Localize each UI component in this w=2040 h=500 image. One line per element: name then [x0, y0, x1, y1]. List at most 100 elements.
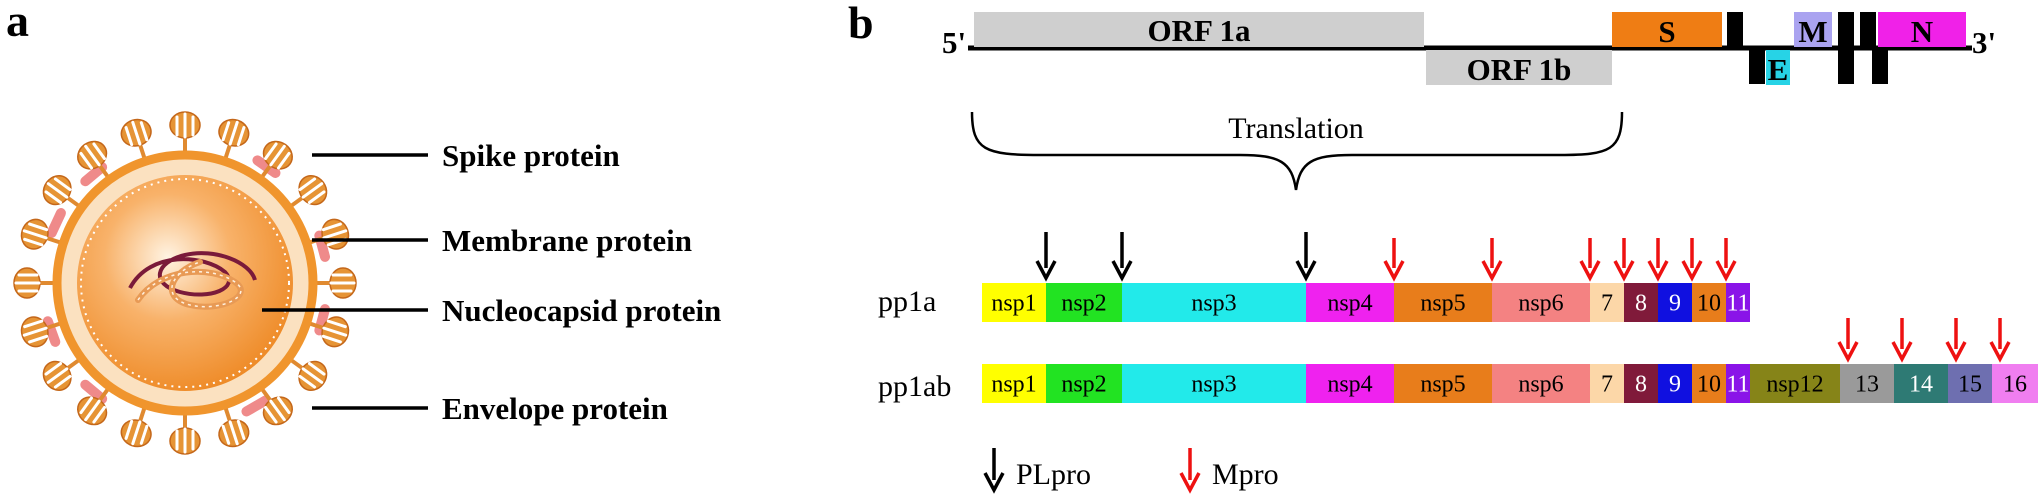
pp1ab-segment-label: 11: [1726, 372, 1749, 398]
orf1b-orf-box: [1426, 50, 1612, 85]
mpro-cleavage-arrow-head: [1891, 341, 1913, 363]
spike-head-highlight: [175, 427, 195, 454]
pp1ab-segment: [1590, 364, 1624, 403]
virion-core: [77, 175, 293, 391]
spike-head-highlight: [44, 362, 72, 389]
pp1a-segment-label: nsp2: [1061, 291, 1106, 317]
pp1ab-segment: [1726, 364, 1750, 403]
pp1ab-segment: [1394, 364, 1492, 403]
envelope-callout-label: Envelope protein: [442, 391, 668, 426]
accessory-orf-box: [1749, 48, 1765, 84]
pp1ab-segment-label: nsp1: [991, 372, 1036, 398]
pp1ab-segment-label: 14: [1909, 372, 1933, 398]
panel-b-label: b: [848, 0, 874, 48]
pp1a-segment: [982, 283, 1046, 322]
membrane-protein-icon: [46, 208, 66, 238]
pp1ab-segment: [1750, 364, 1840, 403]
pp1ab-segment: [1122, 364, 1306, 403]
mpro-cleavage-arrow: [1647, 238, 1669, 282]
spike-head-highlight: [329, 273, 356, 293]
pp1a-segment-label: 11: [1726, 291, 1749, 317]
pp1ab-segment-label: nsp2: [1061, 372, 1106, 398]
pp1ab-segment: [1658, 364, 1692, 403]
spike-protein-icon: [42, 355, 85, 391]
orf1a-orf-box: [974, 12, 1424, 47]
mpro-cleavage-arrow-head: [1945, 341, 1967, 363]
mpro-cleavage-arrow-head: [1481, 260, 1503, 282]
plpro-cleavage-arrow-head: [1295, 260, 1317, 282]
spike-head-highlight: [14, 273, 41, 293]
pp1a-segment-label: 9: [1669, 291, 1681, 317]
mpro-cleavage-arrow: [1613, 238, 1635, 282]
spike-stalk: [183, 409, 187, 433]
pp1ab-segment-label: nsp6: [1518, 372, 1563, 398]
translation-label: Translation: [1228, 112, 1364, 145]
panel-a-label: a: [6, 0, 29, 46]
mpro-cleavage-arrow-head: [1383, 260, 1405, 282]
pp1a-segment: [1306, 283, 1394, 322]
mpro-cleavage-arrow: [1989, 318, 2011, 363]
spike-stalk: [183, 133, 187, 157]
membrane-protein-icon: [241, 395, 271, 417]
pp1ab-segment-label: 10: [1697, 372, 1721, 398]
plpro-cleavage-arrow-head: [1111, 260, 1133, 282]
mpro-cleavage-arrow: [1715, 238, 1737, 282]
membrane-protein-icon: [42, 316, 61, 347]
spike-head-highlight: [175, 112, 195, 139]
n-orf-label: N: [1911, 14, 1933, 49]
pp1ab-segment: [1840, 364, 1894, 403]
pp1ab-segment: [1692, 364, 1726, 403]
pp1a-label: pp1a: [878, 285, 936, 318]
pp1a-segment: [1692, 283, 1726, 322]
spike-head-highlight: [298, 362, 326, 389]
pp1ab-segment-label: 16: [2003, 372, 2027, 398]
pp1ab-segment: [1992, 364, 2038, 403]
pp1ab-segment-label: 9: [1669, 372, 1681, 398]
spike-head-highlight: [321, 319, 348, 344]
mpro-cleavage-arrow-head: [1837, 341, 1859, 363]
n-orf-box: [1878, 12, 1966, 47]
membrane-callout-label: Membrane protein: [442, 223, 692, 258]
pp1a-segment: [1394, 283, 1492, 322]
pp1a-segment: [1492, 283, 1590, 322]
mpro-cleavage-arrow-head: [1613, 260, 1635, 282]
spike-callout-label: Spike protein: [442, 138, 620, 173]
pp1ab-segment-label: 15: [1958, 372, 1982, 398]
pp1a-segment-label: nsp1: [991, 291, 1036, 317]
pp1ab-segment: [982, 364, 1046, 403]
pp1ab-segment-label: nsp3: [1191, 372, 1236, 398]
membrane-protein-icon: [252, 155, 281, 178]
mpro-cleavage-arrow: [1383, 238, 1405, 282]
spike-protein-icon: [20, 218, 66, 250]
spike-protein-icon: [311, 267, 357, 299]
mpro-cleavage-arrow-head: [1579, 260, 1601, 282]
pp1a-segment: [1726, 283, 1750, 322]
pp1a-segment: [1658, 283, 1692, 322]
plpro-cleavage-arrow: [1035, 232, 1057, 282]
m-orf-label: M: [1798, 14, 1827, 49]
spike-head-highlight: [264, 396, 291, 424]
mpro-cleavage-arrow: [1891, 318, 1913, 363]
pp1ab-label: pp1ab: [878, 370, 951, 403]
pp1a-segment-label: nsp4: [1327, 291, 1372, 317]
e-orf-label: E: [1768, 52, 1789, 87]
pp1a-segment: [1624, 283, 1658, 322]
accessory-orf-box: [1727, 12, 1743, 48]
core-dotted-outline: [80, 178, 290, 388]
pp1ab-segment: [1948, 364, 1992, 403]
spike-protein-icon: [42, 175, 85, 211]
pp1ab-segment-label: nsp5: [1420, 372, 1465, 398]
pp1ab-segment: [1624, 364, 1658, 403]
accessory-orf-box: [1860, 12, 1876, 48]
plpro-cleavage-arrow: [1111, 232, 1133, 282]
spike-head-highlight: [79, 396, 106, 424]
mpro-cleavage-arrow: [1945, 318, 1967, 363]
s-orf-label: S: [1658, 14, 1675, 49]
pp1a-segment: [1590, 283, 1624, 322]
plpro-legend-label: PLpro: [1016, 458, 1091, 491]
virion-illustration: [13, 111, 357, 455]
nucleocapsid-callout-label: Nucleocapsid protein: [442, 293, 721, 328]
